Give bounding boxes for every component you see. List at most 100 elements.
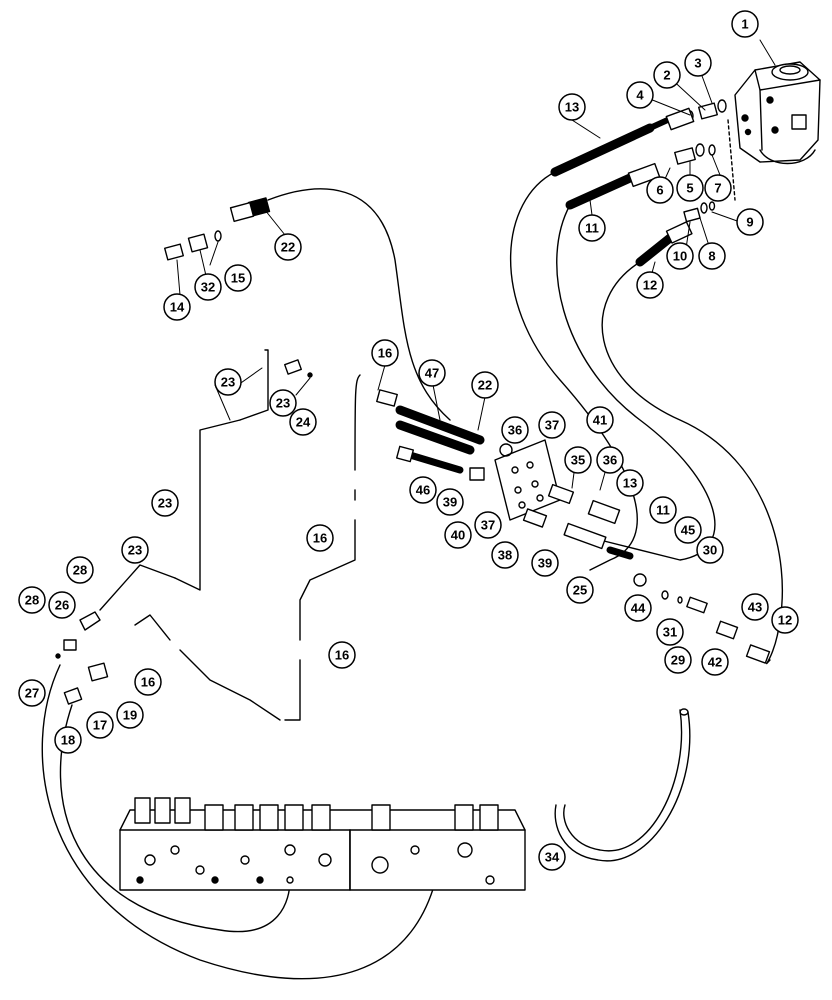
- callout-circle: [558, 93, 586, 121]
- callout-label: 37: [481, 518, 495, 533]
- callout-12: 12: [771, 606, 799, 634]
- callout-11: 11: [578, 214, 606, 242]
- callout-18: 18: [54, 726, 82, 754]
- callout-10: 10: [666, 242, 694, 270]
- callout-label: 2: [663, 68, 670, 83]
- callout-circle: [564, 446, 592, 474]
- callout-circle: [18, 679, 46, 707]
- callout-label: 8: [708, 249, 715, 264]
- callout-label: 39: [443, 495, 457, 510]
- callout-circle: [371, 339, 399, 367]
- callout-16: 16: [328, 641, 356, 669]
- callout-23: 23: [151, 489, 179, 517]
- callout-24: 24: [289, 408, 317, 436]
- callout-label: 5: [686, 181, 693, 196]
- callout-circle: [649, 496, 677, 524]
- callout-label: 15: [231, 271, 245, 286]
- callout-41: 41: [586, 406, 614, 434]
- callout-circle: [626, 81, 654, 109]
- callout-circle: [491, 541, 519, 569]
- callout-circle: [616, 469, 644, 497]
- callout-label: 44: [631, 601, 646, 616]
- callout-label: 38: [498, 548, 512, 563]
- callout-37: 37: [474, 511, 502, 539]
- callout-circle: [684, 49, 712, 77]
- callout-circle: [586, 406, 614, 434]
- callout-39: 39: [436, 488, 464, 516]
- callout-label: 11: [656, 503, 670, 518]
- callout-label: 29: [671, 653, 685, 668]
- hose-13: [509, 107, 695, 571]
- callout-23: 23: [269, 389, 297, 417]
- callout-circle: [501, 416, 529, 444]
- callout-label: 7: [714, 181, 721, 196]
- callout-circle: [66, 556, 94, 584]
- tube-22: [229, 188, 451, 421]
- callout-circle: [701, 648, 729, 676]
- callout-11: 11: [649, 496, 677, 524]
- callout-label: 35: [571, 453, 585, 468]
- callout-43: 43: [741, 593, 769, 621]
- callout-47: 47: [418, 359, 446, 387]
- callout-30: 30: [696, 536, 724, 564]
- callout-label: 36: [603, 453, 617, 468]
- callout-circle: [48, 591, 76, 619]
- callout-circle: [676, 174, 704, 202]
- callout-14: 14: [163, 293, 191, 321]
- callout-label: 23: [276, 396, 290, 411]
- callout-16: 16: [306, 524, 334, 552]
- callout-label: 1: [741, 17, 748, 32]
- callout-circle: [704, 174, 732, 202]
- callout-15: 15: [224, 264, 252, 292]
- hose-47-46: [376, 389, 485, 474]
- callout-label: 18: [61, 733, 75, 748]
- callout-label: 39: [538, 556, 552, 571]
- callout-label: 13: [623, 476, 637, 491]
- callout-circle: [656, 618, 684, 646]
- callout-label: 42: [708, 655, 722, 670]
- callout-label: 26: [55, 598, 69, 613]
- callout-circle: [214, 368, 242, 396]
- callout-29: 29: [664, 646, 692, 674]
- callout-36: 36: [501, 416, 529, 444]
- callout-label: 6: [656, 183, 663, 198]
- callout-circle: [636, 271, 664, 299]
- callout-8: 8: [698, 242, 726, 270]
- callout-label: 16: [378, 346, 392, 361]
- callout-circle: [54, 726, 82, 754]
- callout-label: 16: [313, 531, 327, 546]
- callout-circle: [664, 646, 692, 674]
- callout-circle: [151, 489, 179, 517]
- callout-27: 27: [18, 679, 46, 707]
- callout-label: 23: [158, 496, 172, 511]
- callout-circle: [596, 446, 624, 474]
- callout-circle: [418, 359, 446, 387]
- callout-circle: [274, 233, 302, 261]
- callout-circle: [474, 511, 502, 539]
- callout-circle: [731, 10, 759, 38]
- callout-28: 28: [66, 556, 94, 584]
- callout-label: 27: [25, 686, 39, 701]
- callout-36: 36: [596, 446, 624, 474]
- callout-23: 23: [214, 368, 242, 396]
- callout-circle: [578, 214, 606, 242]
- callout-label: 25: [573, 583, 587, 598]
- callout-circle: [653, 61, 681, 89]
- callout-circle: [736, 208, 764, 236]
- tube-23: [99, 349, 313, 611]
- callout-46: 46: [409, 476, 437, 504]
- callout-circle: [269, 389, 297, 417]
- callout-label: 32: [201, 280, 215, 295]
- tube-16: [87, 374, 361, 721]
- callout-circle: [531, 549, 559, 577]
- callout-label: 10: [673, 249, 687, 264]
- callout-circle: [771, 606, 799, 634]
- callout-circle: [18, 586, 46, 614]
- callout-circle: [566, 576, 594, 604]
- callout-26: 26: [48, 591, 76, 619]
- fitting-group-35-38-25: [522, 483, 771, 664]
- callout-circle: [121, 536, 149, 564]
- callout-42: 42: [701, 648, 729, 676]
- hose-27: [41, 664, 441, 980]
